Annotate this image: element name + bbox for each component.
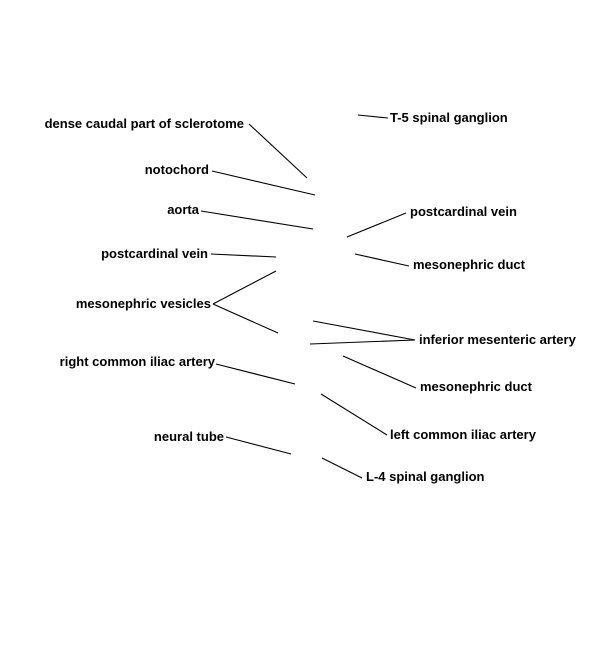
leader-mesonephric-vesicles-upper xyxy=(212,270,277,305)
leader-neural-tube xyxy=(225,436,292,455)
leader-aorta xyxy=(200,210,314,230)
leader-l4-ganglion xyxy=(321,457,363,479)
label-right-common-iliac-artery: right common iliac artery xyxy=(59,354,215,369)
label-t5-ganglion: T-5 spinal ganglion xyxy=(390,110,508,125)
label-inferior-mesenteric-artery: inferior mesenteric artery xyxy=(419,332,576,347)
leader-postcardinal-vein-left xyxy=(210,253,277,258)
label-mesonephric-vesicles: mesonephric vesicles xyxy=(75,296,211,311)
leader-right-common-iliac xyxy=(215,363,296,385)
label-notochord: notochord xyxy=(144,162,209,177)
leader-mesonephric-duct-upper xyxy=(354,253,410,267)
leader-inferior-mesenteric-lower xyxy=(309,339,416,345)
label-postcardinal-vein-left: postcardinal vein xyxy=(101,246,208,261)
label-l4-ganglion: L-4 spinal ganglion xyxy=(366,469,485,484)
label-sclerotome: dense caudal part of sclerotome xyxy=(44,116,244,131)
leader-inferior-mesenteric-upper xyxy=(312,320,416,341)
label-left-common-iliac-artery: left common iliac artery xyxy=(390,427,536,442)
leader-notochord xyxy=(211,170,316,196)
leader-t5-ganglion xyxy=(357,114,389,119)
label-neural-tube: neural tube xyxy=(153,429,224,444)
leader-mesonephric-duct-lower xyxy=(342,355,417,389)
leader-postcardinal-vein-right xyxy=(346,212,407,238)
label-aorta: aorta xyxy=(167,202,199,217)
leader-mesonephric-vesicles-lower xyxy=(212,303,279,334)
label-postcardinal-vein-right: postcardinal vein xyxy=(410,204,517,219)
label-mesonephric-duct-lower: mesonephric duct xyxy=(420,379,532,394)
label-mesonephric-duct-upper: mesonephric duct xyxy=(413,257,525,272)
leader-sclerotome xyxy=(248,123,308,179)
leader-left-common-iliac xyxy=(320,393,388,436)
